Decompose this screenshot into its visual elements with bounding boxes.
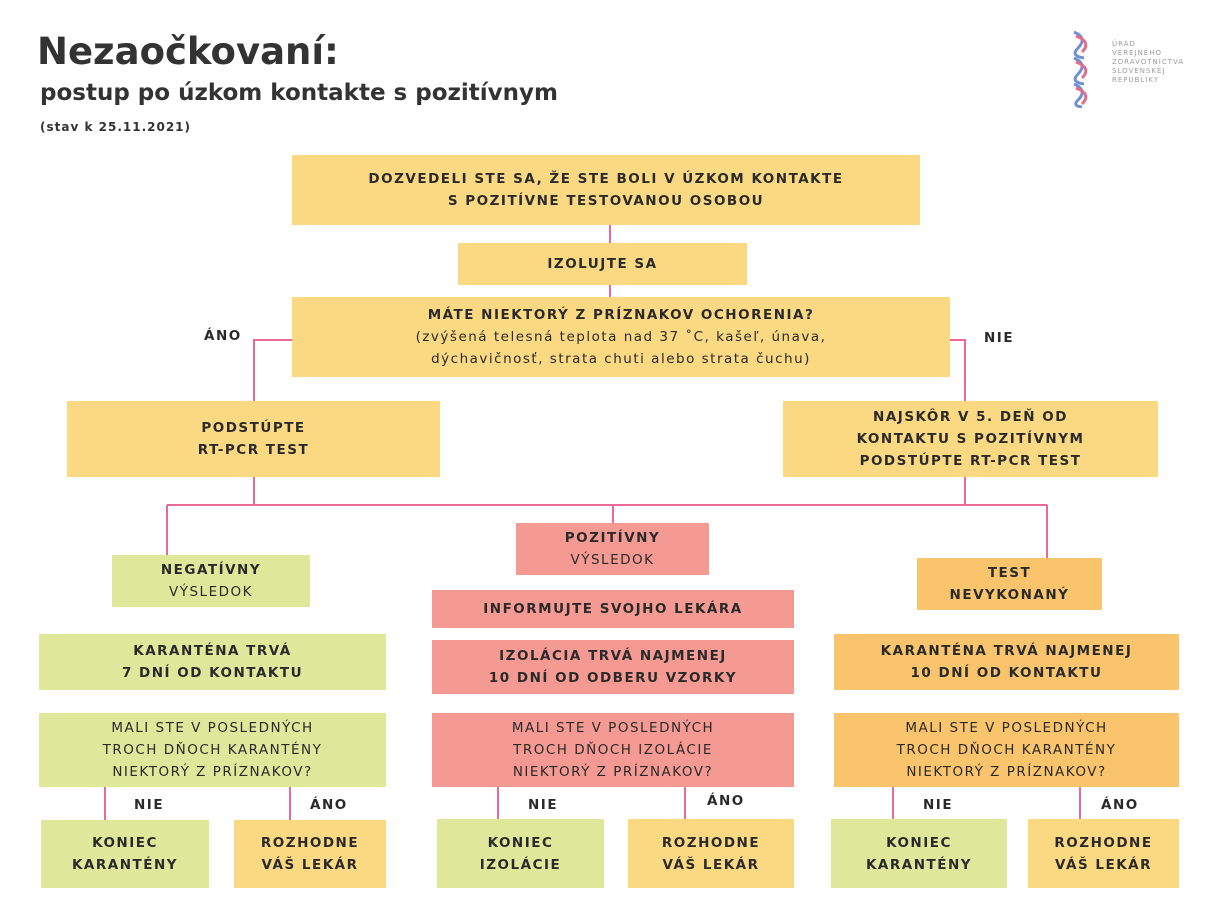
positive-isolation-box: IZOLÁCIA TRVÁ NAJMENEJ 10 DNÍ OD ODBERU … [432,640,794,694]
test-day5-line: PODSTÚPTE RT-PCR TEST [859,453,1082,469]
positive-isolation-line: IZOLÁCIA TRVÁ NAJMENEJ [499,648,727,664]
not-done-yes-label: ÁNO [1101,797,1139,813]
not-done-question-line: MALI STE V POSLEDNÝCH [905,720,1108,736]
test-now-line: PODSTÚPTE [201,420,306,436]
positive-end-box: KONIEC IZOLÁCIE [437,819,604,888]
negative-question-box: MALI STE V POSLEDNÝCH TROCH DŇOCH KARANT… [39,713,386,787]
page-title: Nezaočkovaní: [37,30,339,73]
contact-line: S POZITÍVNE TESTOVANOU OSOBOU [447,193,765,209]
contact-box: DOZVEDELI STE SA, ŽE STE BOLI V ÚZKOM KO… [292,155,920,225]
positive-result-line: VÝSLEDOK [570,552,655,568]
positive-yes-label: ÁNO [707,793,745,809]
isolate-label: IZOLUJTE SA [547,256,658,272]
logo-text-line: ZDRAVOTNÍCTVA [1112,58,1185,66]
positive-result-line: POZITÍVNY [564,530,661,546]
not-done-question-line: TROCH DŇOCH KARANTÉNY [896,742,1117,758]
positive-question-line: TROCH DŇOCH IZOLÁCIE [513,742,713,758]
test-day5-box: NAJSKÔR V 5. DEŇ OD KONTAKTU S POZITÍVNY… [783,401,1158,477]
negative-no-label: NIE [134,797,165,813]
not-done-end-box: KONIEC KARANTÉNY [831,819,1007,888]
not-done-result-line: NEVYKONANÝ [949,587,1070,603]
positive-inform-label: INFORMUJTE SVOJHO LEKÁRA [483,601,743,617]
positive-end-line: KONIEC [487,834,554,851]
not-done-question-box: MALI STE V POSLEDNÝCH TROCH DŇOCH KARANT… [834,713,1179,787]
negative-end-line: KARANTÉNY [71,857,179,873]
positive-doctor-line: ROZHODNE [661,834,761,851]
logo-text-line: REPUBLIKY [1112,76,1160,84]
ministry-logo-icon [1073,30,1088,108]
positive-inform-box: INFORMUJTE SVOJHO LEKÁRA [432,590,794,628]
not-done-end-line: KARANTÉNY [865,856,973,873]
negative-quarantine-line: 7 DNÍ OD KONTAKTU [121,665,304,681]
positive-question-line: MALI STE V POSLEDNÝCH [511,720,715,736]
negative-quarantine-box: KARANTÉNA TRVÁ 7 DNÍ OD KONTAKTU [39,634,386,690]
positive-doctor-line: VÁŠ LEKÁR [662,856,760,873]
positive-doctor-box: ROZHODNE VÁŠ LEKÁR [628,819,794,888]
test-now-line: RT-PCR TEST [197,442,310,458]
positive-isolation-line: 10 DNÍ OD ODBERU VZORKY [488,670,738,686]
positive-end-line: IZOLÁCIE [479,856,562,873]
no-label: NIE [984,330,1015,346]
negative-result-line: VÝSLEDOK [169,584,253,600]
positive-result-box: POZITÍVNY VÝSLEDOK [516,523,709,575]
not-done-doctor-line: VÁŠ LEKÁR [1054,856,1153,873]
negative-doctor-line: ROZHODNE [260,835,360,851]
symptoms-question-box: MÁTE NIEKTORÝ Z PRÍZNAKOV OCHORENIA? (zv… [292,297,950,377]
negative-question-line: TROCH DŇOCH KARANTÉNY [102,742,323,758]
status-date: (stav k 25.11.2021) [40,120,192,134]
negative-question-line: NIEKTORÝ Z PRÍZNAKOV? [112,764,313,780]
negative-doctor-line: VÁŠ LEKÁR [261,857,359,873]
symptoms-question: MÁTE NIEKTORÝ Z PRÍZNAKOV OCHORENIA? [427,307,815,323]
not-done-no-label: NIE [923,797,954,813]
not-done-quarantine-line: 10 DNÍ OD KONTAKTU [910,665,1103,681]
negative-result-line: NEGATÍVNY [160,562,262,578]
negative-result-box: NEGATÍVNY VÝSLEDOK [112,555,310,607]
not-done-question-line: NIEKTORÝ Z PRÍZNAKOV? [906,764,1107,780]
isolate-box: IZOLUJTE SA [458,243,747,285]
contact-line: DOZVEDELI STE SA, ŽE STE BOLI V ÚZKOM KO… [368,171,844,187]
not-done-end-line: KONIEC [886,834,952,851]
negative-end-box: KONIEC KARANTÉNY [41,820,209,888]
negative-yes-label: ÁNO [310,797,348,813]
test-day5-line: KONTAKTU S POZITÍVNYM [856,431,1085,447]
not-done-quarantine-box: KARANTÉNA TRVÁ NAJMENEJ 10 DNÍ OD KONTAK… [834,634,1179,690]
negative-end-line: KONIEC [92,835,158,851]
logo-text: ÚRAD VEREJNÉHO ZDRAVOTNÍCTVA SLOVENSKEJ … [1112,40,1184,85]
positive-question-box: MALI STE V POSLEDNÝCH TROCH DŇOCH IZOLÁC… [432,713,794,787]
logo-text-line: ÚRAD [1112,40,1136,48]
symptoms-list-line: (zvýšená telesná teplota nad 37 ˚C, kaše… [415,329,827,345]
not-done-doctor-line: ROZHODNE [1054,834,1153,851]
logo-text-line: VEREJNÉHO [1112,49,1162,57]
not-done-quarantine-line: KARANTÉNA TRVÁ NAJMENEJ [880,643,1133,659]
symptoms-list-line: dýchavičnosť, strata chuti alebo strata … [431,351,811,367]
not-done-result-line: TEST [987,565,1032,581]
negative-question-line: MALI STE V POSLEDNÝCH [111,720,314,736]
test-now-box: PODSTÚPTE RT-PCR TEST [67,401,440,477]
not-done-doctor-box: ROZHODNE VÁŠ LEKÁR [1028,819,1179,888]
logo-text-line: SLOVENSKEJ [1112,67,1166,75]
positive-no-label: NIE [528,797,559,813]
negative-doctor-box: ROZHODNE VÁŠ LEKÁR [234,820,386,888]
test-day5-line: NAJSKÔR V 5. DEŇ OD [873,409,1068,425]
not-done-result-box: TEST NEVYKONANÝ [917,558,1102,610]
positive-question-line: NIEKTORÝ Z PRÍZNAKOV? [512,764,714,780]
page-subtitle: postup po úzkom kontakte s pozitívnym [40,80,558,106]
yes-label: ÁNO [204,328,242,344]
negative-quarantine-line: KARANTÉNA TRVÁ [133,643,292,659]
